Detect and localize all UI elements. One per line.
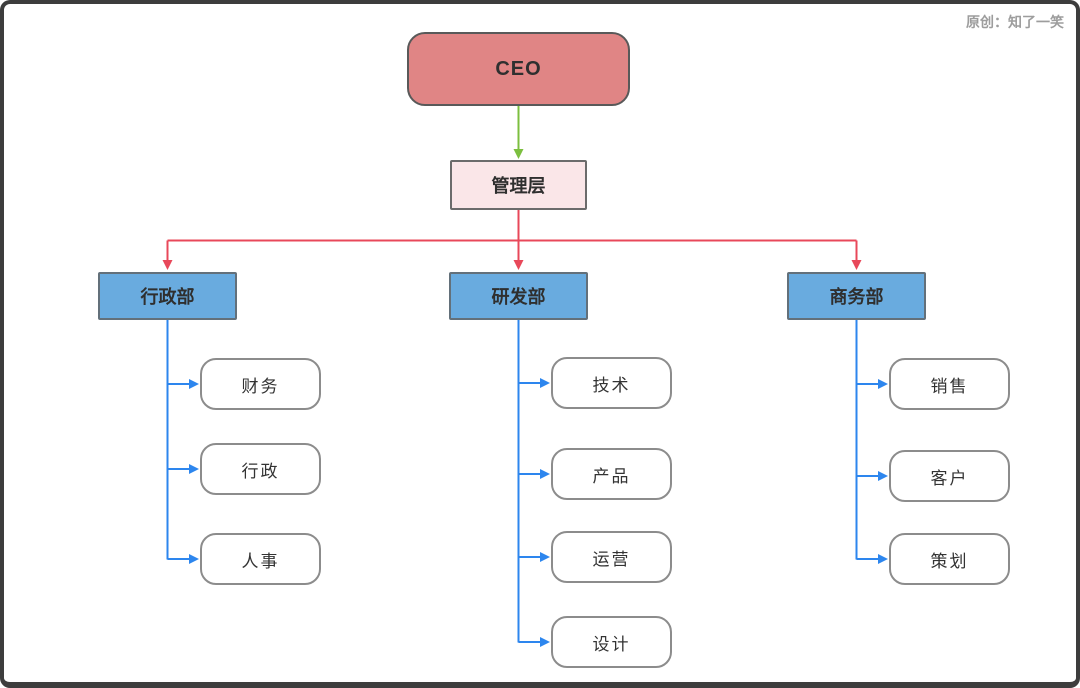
arrowhead-right-blue <box>540 469 550 479</box>
arrowhead-right-blue <box>878 471 888 481</box>
node-technology: 技术 <box>551 357 672 409</box>
arrowhead-right-blue <box>189 379 199 389</box>
edge-rd-children <box>517 320 541 643</box>
node-dept-admin: 行政部 <box>98 272 237 320</box>
node-dept-business: 商务部 <box>787 272 926 320</box>
node-product: 产品 <box>551 448 672 500</box>
arrowhead-down-red <box>162 260 173 270</box>
node-ceo: CEO <box>407 32 630 106</box>
node-customer: 客户 <box>889 450 1010 502</box>
author-watermark: 原创：知了一笑 <box>966 14 1064 30</box>
node-sales: 销售 <box>889 358 1010 410</box>
node-planning: 策划 <box>889 533 1010 585</box>
arrowhead-down-red <box>513 260 524 270</box>
node-dept-rd: 研发部 <box>449 272 588 320</box>
arrowhead-down-green <box>513 149 524 159</box>
arrowhead-right-blue <box>540 637 550 647</box>
arrowhead-right-blue <box>878 379 888 389</box>
node-management: 管理层 <box>450 160 587 210</box>
edge-business-children <box>855 320 879 560</box>
arrowhead-right-blue <box>878 554 888 564</box>
connector-layer <box>162 106 888 647</box>
node-finance: 财务 <box>200 358 321 410</box>
node-hr: 人事 <box>200 533 321 585</box>
arrowhead-right-blue <box>540 552 550 562</box>
arrowhead-right-blue <box>189 554 199 564</box>
node-design: 设计 <box>551 616 672 668</box>
arrowhead-right-blue <box>540 378 550 388</box>
arrowhead-down-red <box>851 260 862 270</box>
node-administration: 行政 <box>200 443 321 495</box>
edge-management-departments <box>166 210 858 261</box>
edge-admin-children <box>166 320 190 560</box>
arrowhead-right-blue <box>189 464 199 474</box>
node-operations: 运营 <box>551 531 672 583</box>
